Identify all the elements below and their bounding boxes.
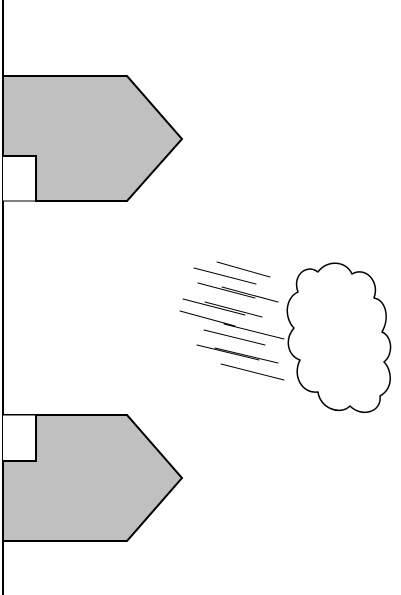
cloud-shape [286,262,392,414]
upper-arrow-group [2,75,184,202]
motion-line [182,298,246,316]
upper-notch [3,156,36,201]
motion-line [204,301,263,318]
motion-line [179,310,236,327]
motion-line [220,363,285,381]
motion-line [216,261,271,278]
motion-line [193,267,257,285]
lower-notch [3,415,36,461]
motion-line [196,344,260,361]
motion-line [197,282,256,299]
motion-line [223,323,285,340]
motion-line [214,347,279,364]
motion-line [221,286,279,303]
motion-lines [179,261,285,381]
motion-line [203,329,266,346]
lower-arrow-group [2,414,184,542]
